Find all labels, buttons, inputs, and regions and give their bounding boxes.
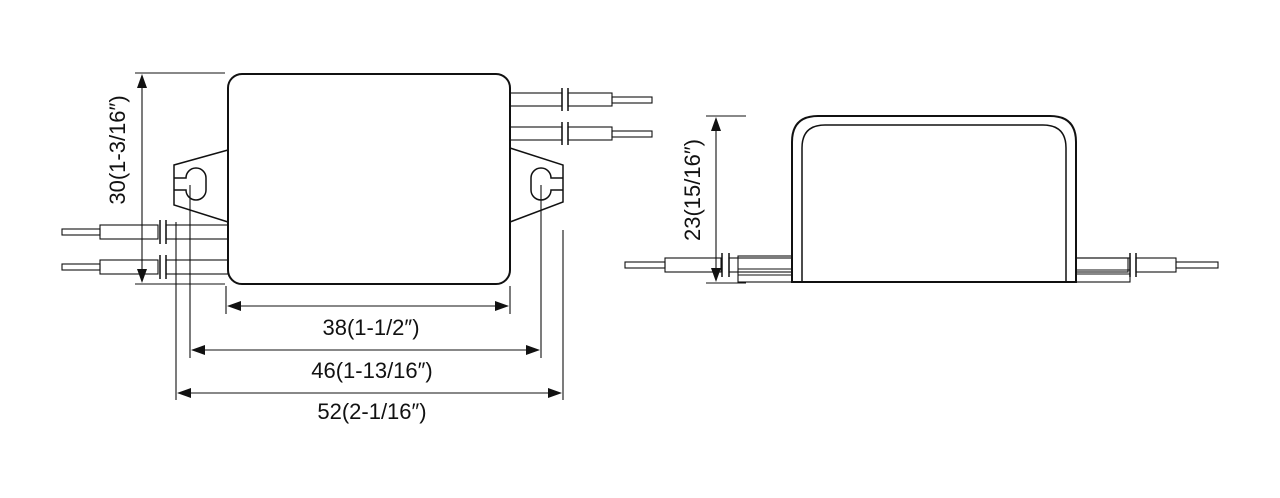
overall-width-label: 52(2-1/16″) — [317, 399, 426, 424]
mount-width-dimension: 46(1-13/16″) — [191, 345, 540, 383]
filter-body-front — [227, 73, 511, 285]
mount-width-label: 46(1-13/16″) — [311, 358, 433, 383]
left-leads — [61, 220, 229, 279]
left-mounting-slot — [174, 167, 207, 201]
right-mounting-slot — [530, 167, 563, 201]
side-housing-inner — [801, 124, 1067, 282]
overall-width-dimension: 52(2-1/16″) — [177, 388, 562, 424]
right-leads — [509, 88, 653, 145]
inner-width-label: 38(1-1/2″) — [322, 315, 419, 340]
side-height-label: 23(15/16″) — [680, 139, 705, 241]
side-left-lead — [624, 253, 793, 277]
side-height-dimension: 23(15/16″) — [680, 115, 746, 284]
side-housing-outer — [791, 115, 1077, 283]
side-view: 23(15/16″) — [624, 115, 1219, 284]
side-right-lead — [1075, 253, 1219, 277]
front-height-label: 30(1-3/16″) — [105, 95, 130, 204]
left-mounting-flange — [173, 149, 229, 223]
front-height-dimension: 30(1-3/16″) — [105, 72, 225, 285]
right-mounting-flange — [509, 147, 564, 223]
inner-width-dimension: 38(1-1/2″) — [227, 301, 509, 340]
front-view: 30(1-3/16″) 38(1-1/2″) 46(1-13/16″) — [61, 72, 653, 424]
